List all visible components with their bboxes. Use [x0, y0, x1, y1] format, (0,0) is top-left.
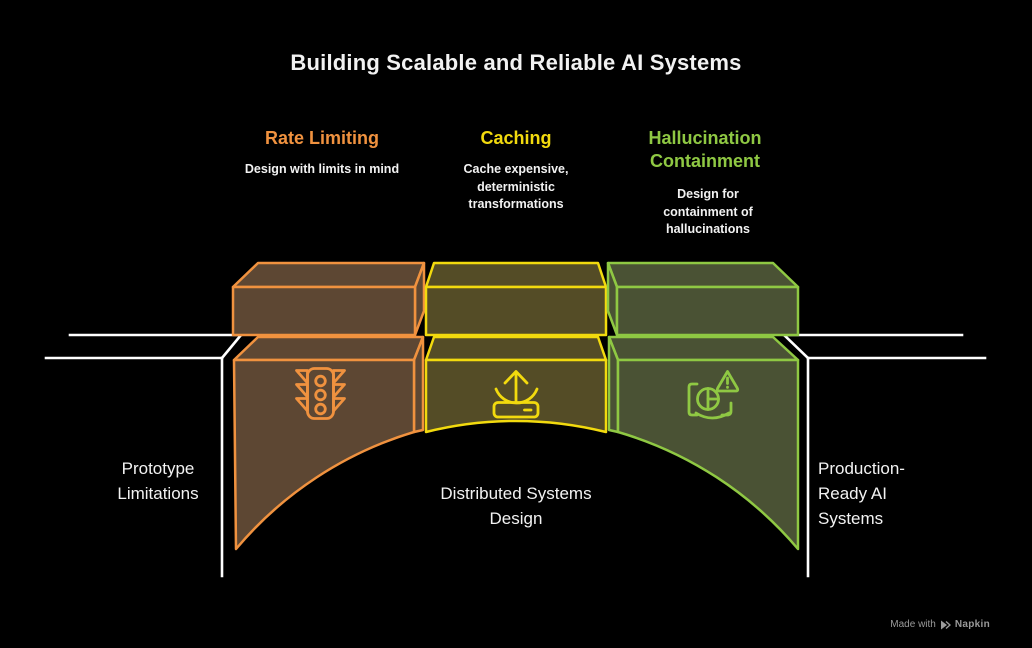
traffic-light-icon: [295, 367, 346, 420]
column-header-hallucination-containment: Hallucination Containment: [648, 128, 762, 171]
column-description-caching: Cache expensive, deterministic transform…: [463, 162, 569, 211]
caching-block: [424, 261, 608, 434]
watermark-prefix: Made with: [890, 619, 936, 630]
label-prototype-limitations: Prototype Limitations: [117, 459, 199, 503]
column-description-rate-limiting: Design with limits in mind: [244, 162, 400, 176]
label-production-ready-ai-systems: Production-Ready AI Systems: [818, 459, 905, 528]
hallucination-warning-icon: [687, 370, 740, 420]
label-distributed-systems-design: Distributed Systems Design: [440, 484, 592, 528]
napkin-logo-icon: [940, 620, 951, 629]
napkin-watermark[interactable]: Made with Napkin: [890, 619, 990, 630]
road-right: [782, 333, 987, 578]
hallucination-block: [606, 261, 800, 551]
column-header-rate-limiting: Rate Limiting: [264, 128, 379, 148]
cache-upload-icon: [492, 370, 540, 419]
rate-limiting-block: [231, 261, 426, 551]
watermark-brand: Napkin: [954, 619, 990, 630]
column-description-hallucination-containment: Design for containment of hallucinations: [663, 187, 753, 236]
column-header-caching: Caching: [480, 128, 552, 148]
road-left: [44, 333, 243, 578]
page-title: Building Scalable and Reliable AI System…: [290, 50, 742, 75]
